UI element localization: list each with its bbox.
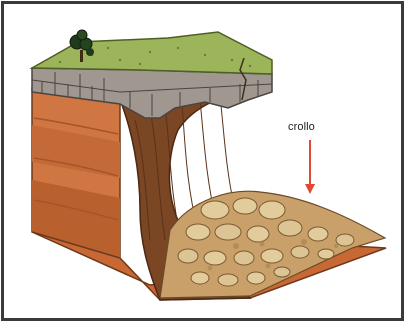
boulder (308, 227, 328, 241)
boulder (201, 201, 229, 219)
boulder (186, 224, 210, 240)
boulder (261, 249, 283, 263)
boulder (234, 251, 254, 265)
boulder (204, 251, 226, 265)
boulder (291, 246, 309, 258)
boulder (259, 201, 285, 219)
boulder (233, 198, 257, 214)
boulder (278, 220, 302, 236)
boulder (247, 226, 269, 242)
collapse-label: crollo (288, 121, 315, 133)
boulder (336, 234, 354, 246)
boulder (318, 249, 334, 259)
boulder (218, 274, 238, 286)
boulder (178, 249, 198, 263)
soil-front-face (32, 88, 120, 258)
boulder (215, 224, 241, 240)
boulder (247, 272, 265, 284)
boulder (191, 272, 209, 284)
boulder (274, 267, 290, 277)
